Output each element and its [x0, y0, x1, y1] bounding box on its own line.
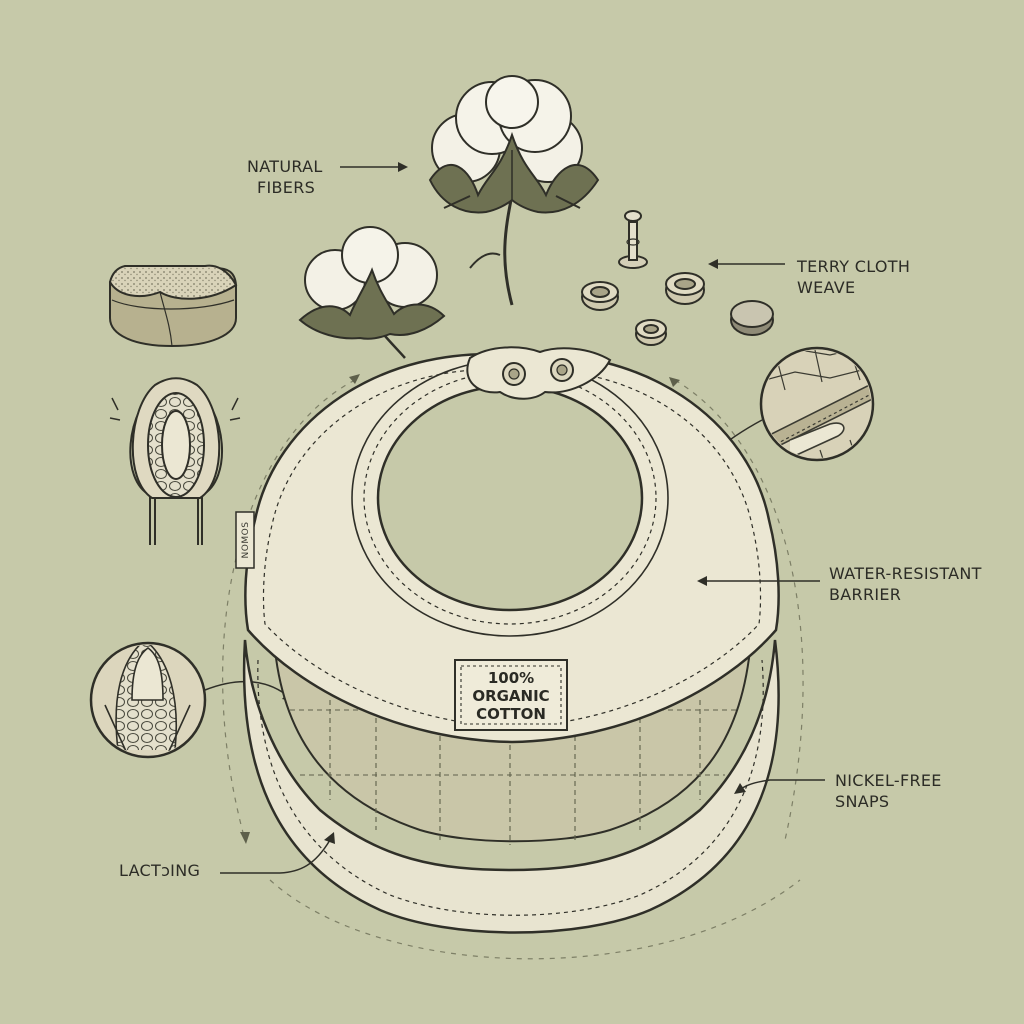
callout-terry-cloth: TERRY CLOTH WEAVE	[797, 256, 910, 298]
callout-nickel-free: NICKEL-FREE SNAPS	[835, 770, 942, 812]
snap-ring-left	[581, 281, 619, 311]
callout-natural-fibers-line-2: FIBERS	[257, 178, 316, 197]
snap-post	[618, 210, 648, 269]
cotton-boll-small	[298, 226, 446, 359]
snap-cap	[730, 300, 774, 336]
organic-cotton-tag: 100% ORGANIC COTTON	[454, 659, 568, 731]
tag-line-2: ORGANIC	[472, 687, 549, 705]
callout-nickel-free-line-2: SNAPS	[835, 792, 890, 811]
callout-water-resistant-line-1: WATER-RESISTANT	[829, 564, 982, 583]
cotton-stem	[503, 194, 514, 306]
guide-arrowhead	[349, 374, 360, 384]
callout-terry-cloth-line-1: TERRY CLOTH	[797, 257, 911, 276]
baby-bib: NOMOS 100% ORGANIC COTTON	[235, 346, 780, 934]
bib-neck-opening	[376, 384, 644, 612]
callout-nickel-free-line-1: NICKEL-FREE	[835, 771, 942, 790]
snap-ring-small	[635, 319, 667, 346]
callout-leaders	[220, 162, 825, 874]
callout-natural-fibers-line-1: NATURAL	[247, 157, 323, 176]
seed-magnifier	[89, 641, 294, 759]
callout-terry-cloth-line-2: WEAVE	[797, 278, 856, 297]
tag-line-3: COTTON	[476, 705, 546, 723]
callout-natural-fibers: NATURAL FIBERS	[247, 156, 323, 198]
bib-side-tab: NOMOS	[235, 511, 255, 569]
snap-components	[581, 210, 774, 346]
callout-water-resistant: WATER-RESISTANT BARRIER	[829, 563, 982, 605]
bib-neck-strap	[466, 346, 612, 400]
bib-brand-label: NOMOS	[241, 522, 251, 559]
dashed-guides	[222, 379, 804, 960]
callout-lacting-line-1: LACTɔING	[119, 861, 201, 880]
callout-water-resistant-line-2: BARRIER	[829, 585, 902, 604]
fiber-cross-section	[108, 264, 238, 348]
guide-arrowhead	[240, 832, 250, 844]
callout-lacting: LACTɔING	[119, 860, 200, 881]
seed-pod-section	[109, 377, 241, 545]
fabric-magnifier	[676, 346, 875, 495]
tag-line-1: 100%	[488, 669, 534, 687]
leader-lacting	[220, 839, 331, 874]
bib-lower-panel	[242, 639, 780, 934]
guide-arrowhead	[669, 377, 680, 387]
cotton-boll-large	[428, 75, 600, 306]
snap-ring-right	[665, 272, 705, 305]
